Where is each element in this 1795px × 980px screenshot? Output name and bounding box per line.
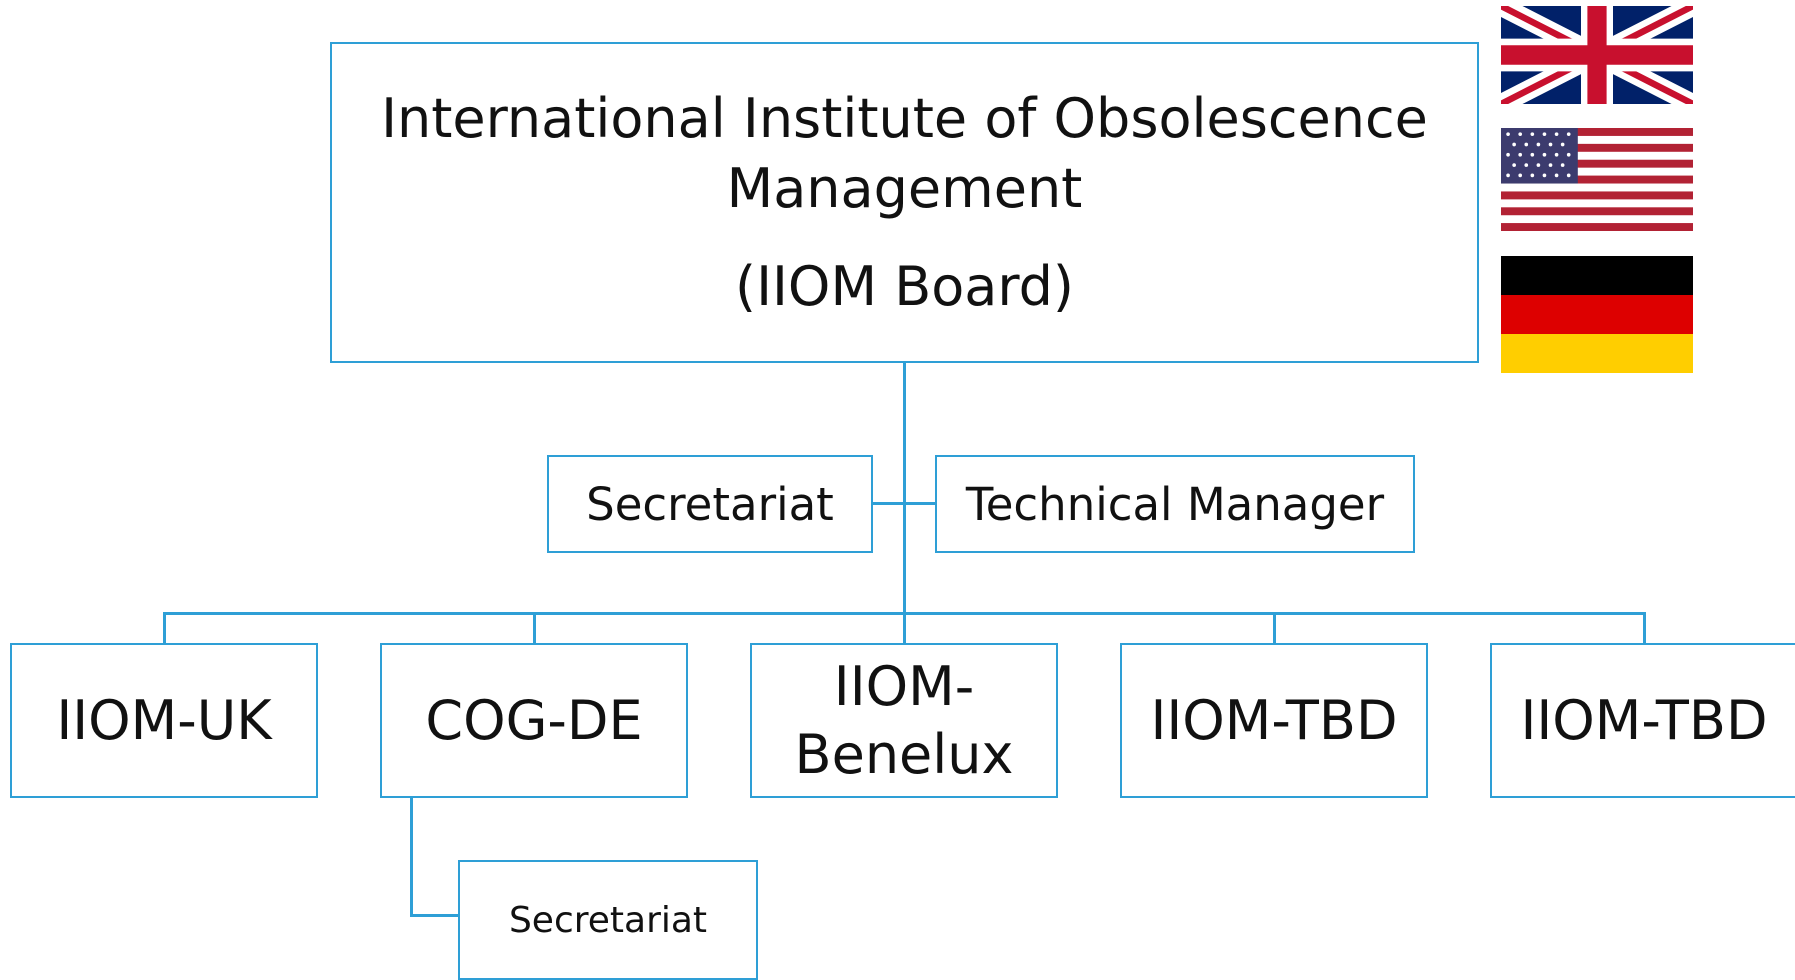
unit-drop-line-5 — [1643, 612, 1646, 645]
cog-de-secretariat-label: Secretariat — [508, 899, 708, 941]
unit-label: IIOM- Benelux — [794, 654, 1014, 786]
sub-unit-vertical-line — [410, 797, 413, 917]
unit-label: COG-DE — [425, 688, 643, 752]
technical-manager-label: Technical Manager — [965, 477, 1385, 531]
unit-node-iiom-tbd: IIOM-TBD — [1120, 643, 1428, 798]
secretariat-label: Secretariat — [586, 477, 834, 531]
us-flag-icon — [1501, 128, 1693, 231]
unit-node-iiom-uk: IIOM-UK — [10, 643, 318, 798]
unit-label: IIOM-UK — [56, 688, 272, 752]
board-title: International Institute of Obsolescence … — [381, 86, 1428, 220]
secretariat-node: Secretariat — [547, 455, 873, 553]
board-node: International Institute of Obsolescence … — [330, 42, 1479, 363]
unit-drop-line-2 — [533, 612, 536, 645]
unit-label: IIOM-TBD — [1520, 688, 1768, 752]
unit-drop-line-1 — [163, 612, 166, 645]
cog-de-secretariat-node: Secretariat — [458, 860, 758, 980]
board-subtitle: (IIOM Board) — [735, 254, 1074, 318]
units-bus-line — [163, 612, 1646, 615]
german-flag-icon — [1501, 256, 1693, 373]
flag-column — [1501, 6, 1693, 373]
unit-node-iiom-tbd-2: IIOM-TBD — [1490, 643, 1795, 798]
unit-label: IIOM-TBD — [1150, 688, 1398, 752]
unit-node-iiom-benelux: IIOM- Benelux — [750, 643, 1058, 798]
sub-unit-horizontal-line — [410, 914, 460, 917]
uk-flag-icon — [1501, 6, 1693, 104]
staff-connector-line — [871, 502, 937, 505]
unit-node-cog-de: COG-DE — [380, 643, 688, 798]
unit-drop-line-4 — [1273, 612, 1276, 645]
technical-manager-node: Technical Manager — [935, 455, 1415, 553]
